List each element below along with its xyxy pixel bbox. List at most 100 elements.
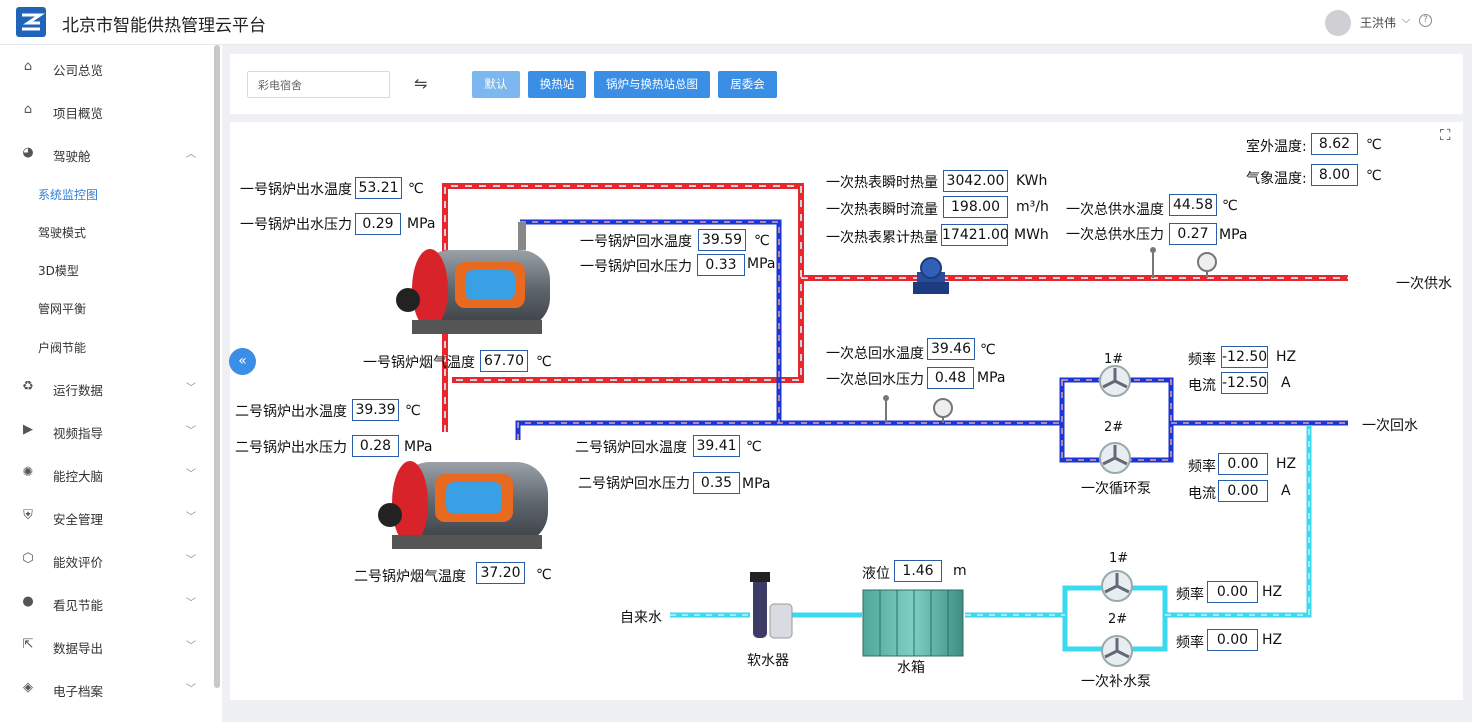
makeup-pump-1-label: 1# bbox=[1109, 551, 1129, 566]
system-diagram-panel bbox=[230, 122, 1463, 700]
water-tank-graphic bbox=[862, 589, 964, 657]
username[interactable]: 王洪伟 bbox=[1360, 16, 1397, 30]
sidebar-item-safety[interactable]: ⛨ 安全管理 ﹀ bbox=[0, 495, 210, 537]
sidebar-item-project[interactable]: ⌂ 项目概览 bbox=[0, 89, 210, 131]
circ-pump-1-freq-unit: HZ bbox=[1276, 349, 1297, 365]
boiler1-ret-press-unit: MPa bbox=[747, 256, 776, 272]
return-temp-unit: ℃ bbox=[980, 342, 996, 358]
boiler1-flue-label: 一号锅炉烟气温度 bbox=[363, 355, 475, 371]
circ-pump-label: 一次循环泵 bbox=[1081, 481, 1151, 497]
sidebar-item-label: 看见节能 bbox=[53, 598, 104, 613]
circ-pump-2-cur-unit: A bbox=[1281, 483, 1291, 499]
committee-button[interactable]: 居委会 bbox=[718, 71, 777, 98]
station-search-input[interactable] bbox=[247, 71, 390, 98]
supply-temp-unit: ℃ bbox=[1222, 198, 1238, 214]
sidebar-subitem-drive-mode[interactable]: 驾驶模式 bbox=[0, 213, 210, 251]
return-press-unit: MPa bbox=[977, 370, 1006, 386]
sidebar-item-archive[interactable]: ◈ 电子档案 ﹀ bbox=[0, 667, 210, 709]
swap-icon[interactable]: ⇋ bbox=[414, 74, 428, 93]
return-sensors bbox=[883, 395, 953, 423]
circulation-pump-2-graphic bbox=[1099, 442, 1131, 474]
outdoor-temp-label: 室外温度: bbox=[1246, 139, 1307, 155]
sidebar-subitem-network-balance[interactable]: 管网平衡 bbox=[0, 289, 210, 327]
sidebar-item-label: 驾驶舱 bbox=[53, 149, 91, 164]
sidebar-item-efficiency[interactable]: ⬡ 能效评价 ﹀ bbox=[0, 538, 210, 580]
chevron-down-icon: ﹀ bbox=[186, 598, 196, 609]
outdoor-temp-unit: ℃ bbox=[1366, 137, 1382, 153]
circ-pump-1-cur-label: 电流 bbox=[1188, 378, 1216, 394]
collapse-sidebar-button[interactable]: « bbox=[229, 348, 256, 375]
sidebar-item-label: 运行数据 bbox=[53, 383, 104, 398]
sidebar-subitem-label: 管网平衡 bbox=[38, 302, 87, 316]
sidebar-item-label: 电子档案 bbox=[53, 684, 104, 699]
sidebar-subitem-valve-saving[interactable]: 户阀节能 bbox=[0, 328, 210, 366]
supply-line-label: 一次供水 bbox=[1396, 276, 1452, 292]
sidebar-item-brain[interactable]: ✺ 能控大脑 ﹀ bbox=[0, 452, 210, 494]
boiler2-out-press-unit: MPa bbox=[404, 439, 433, 455]
sidebar-item-label: 数据导出 bbox=[53, 641, 104, 656]
boiler2-out-temp-value: 39.39 bbox=[352, 399, 399, 421]
sidebar-item-company[interactable]: ⌂ 公司总览 bbox=[0, 46, 210, 88]
sidebar-item-running-data[interactable]: ♻ 运行数据 ﹀ bbox=[0, 366, 210, 408]
tank-level-label: 液位 bbox=[862, 566, 890, 582]
sidebar-subitem-label: 系统监控图 bbox=[38, 188, 99, 202]
sidebar-scrollbar[interactable] bbox=[214, 45, 220, 688]
makeup-pump-2-freq-unit: HZ bbox=[1262, 632, 1283, 648]
return-press-label: 一次总回水压力 bbox=[826, 372, 924, 388]
sidebar-item-label: 安全管理 bbox=[53, 512, 104, 527]
logo-icon bbox=[16, 7, 46, 37]
meter-inst-heat-label: 一次热表瞬时热量 bbox=[826, 175, 938, 191]
boiler1-out-temp-label: 一号锅炉出水温度 bbox=[240, 182, 352, 198]
boiler-2-graphic bbox=[378, 461, 548, 549]
sidebar-subitem-3d[interactable]: 3D模型 bbox=[0, 251, 210, 289]
supply-temp-label: 一次总供水温度 bbox=[1066, 202, 1164, 218]
shield-icon: ⛨ bbox=[23, 508, 33, 523]
circ-pump-1-cur-value: -12.50 bbox=[1221, 372, 1268, 394]
circ-pump-1-freq-value: -12.50 bbox=[1221, 346, 1268, 368]
circ-pump-2-freq-unit: HZ bbox=[1276, 456, 1297, 472]
supply-press-unit: MPa bbox=[1219, 227, 1248, 243]
boiler1-out-press-value: 0.29 bbox=[355, 213, 401, 235]
circ-pump-1-freq-label: 频率 bbox=[1188, 352, 1216, 368]
sidebar-item-cockpit[interactable]: ◕ 驾驶舱 ︿ bbox=[0, 132, 210, 174]
sidebar-item-export[interactable]: ⇱ 数据导出 ﹀ bbox=[0, 624, 210, 666]
meter-total-heat-unit: MWh bbox=[1014, 227, 1049, 243]
tank-level-unit: m bbox=[953, 563, 967, 579]
heat-station-button[interactable]: 换热站 bbox=[528, 71, 586, 98]
circ-pump-2-freq-label: 频率 bbox=[1188, 459, 1216, 475]
heat-meter-graphic bbox=[913, 257, 949, 294]
boiler1-flue-value: 67.70 bbox=[480, 350, 528, 372]
meteo-temp-value: 8.00 bbox=[1311, 164, 1358, 186]
sidebar-subitem-label: 3D模型 bbox=[38, 264, 79, 278]
tank-label: 水箱 bbox=[897, 660, 925, 676]
boiler1-ret-temp-label: 一号锅炉回水温度 bbox=[580, 234, 692, 250]
meter-total-heat-label: 一次热表累计热量 bbox=[826, 230, 938, 246]
supply-press-label: 一次总供水压力 bbox=[1066, 227, 1164, 243]
boiler2-ret-temp-label: 二号锅炉回水温度 bbox=[575, 440, 687, 456]
fullscreen-icon[interactable]: ⛶ bbox=[1440, 126, 1451, 144]
boiler2-out-temp-label: 二号锅炉出水温度 bbox=[235, 404, 347, 420]
sidebar-subitem-monitor[interactable]: 系统监控图 bbox=[0, 175, 210, 213]
boiler-1-graphic bbox=[396, 222, 550, 334]
boiler2-out-temp-unit: ℃ bbox=[405, 403, 421, 419]
help-icon[interactable]: ? bbox=[1419, 14, 1432, 27]
boiler1-out-press-label: 一号锅炉出水压力 bbox=[240, 217, 352, 233]
circ-pump-2-cur-value: 0.00 bbox=[1218, 480, 1268, 502]
top-bar: 北京市智能供热管理云平台 王洪伟 ⌵ ? bbox=[0, 0, 1472, 45]
chevron-down-icon: ﹀ bbox=[186, 641, 196, 652]
meter-inst-flow-label: 一次热表瞬时流量 bbox=[826, 202, 938, 218]
default-button[interactable]: 默认 bbox=[472, 71, 520, 98]
sidebar-item-saving[interactable]: ● 看见节能 ﹀ bbox=[0, 581, 210, 623]
boiler2-ret-press-unit: MPa bbox=[742, 476, 771, 492]
makeup-pump-2-freq-label: 频率 bbox=[1176, 635, 1204, 651]
chevron-down-icon[interactable]: ⌵ bbox=[1402, 13, 1411, 26]
sidebar-item-label: 视频指导 bbox=[53, 426, 104, 441]
makeup-pump-1-freq-value: 0.00 bbox=[1207, 581, 1258, 603]
boiler-overview-button[interactable]: 锅炉与换热站总图 bbox=[594, 71, 710, 98]
makeup-pump-2-freq-value: 0.00 bbox=[1207, 629, 1258, 651]
sidebar-item-label: 能效评价 bbox=[53, 555, 104, 570]
sidebar-item-video[interactable]: ▶ 视频指导 ﹀ bbox=[0, 409, 210, 451]
avatar[interactable] bbox=[1325, 10, 1351, 36]
return-temp-value: 39.46 bbox=[927, 338, 975, 360]
makeup-pump-2-graphic bbox=[1101, 635, 1133, 667]
